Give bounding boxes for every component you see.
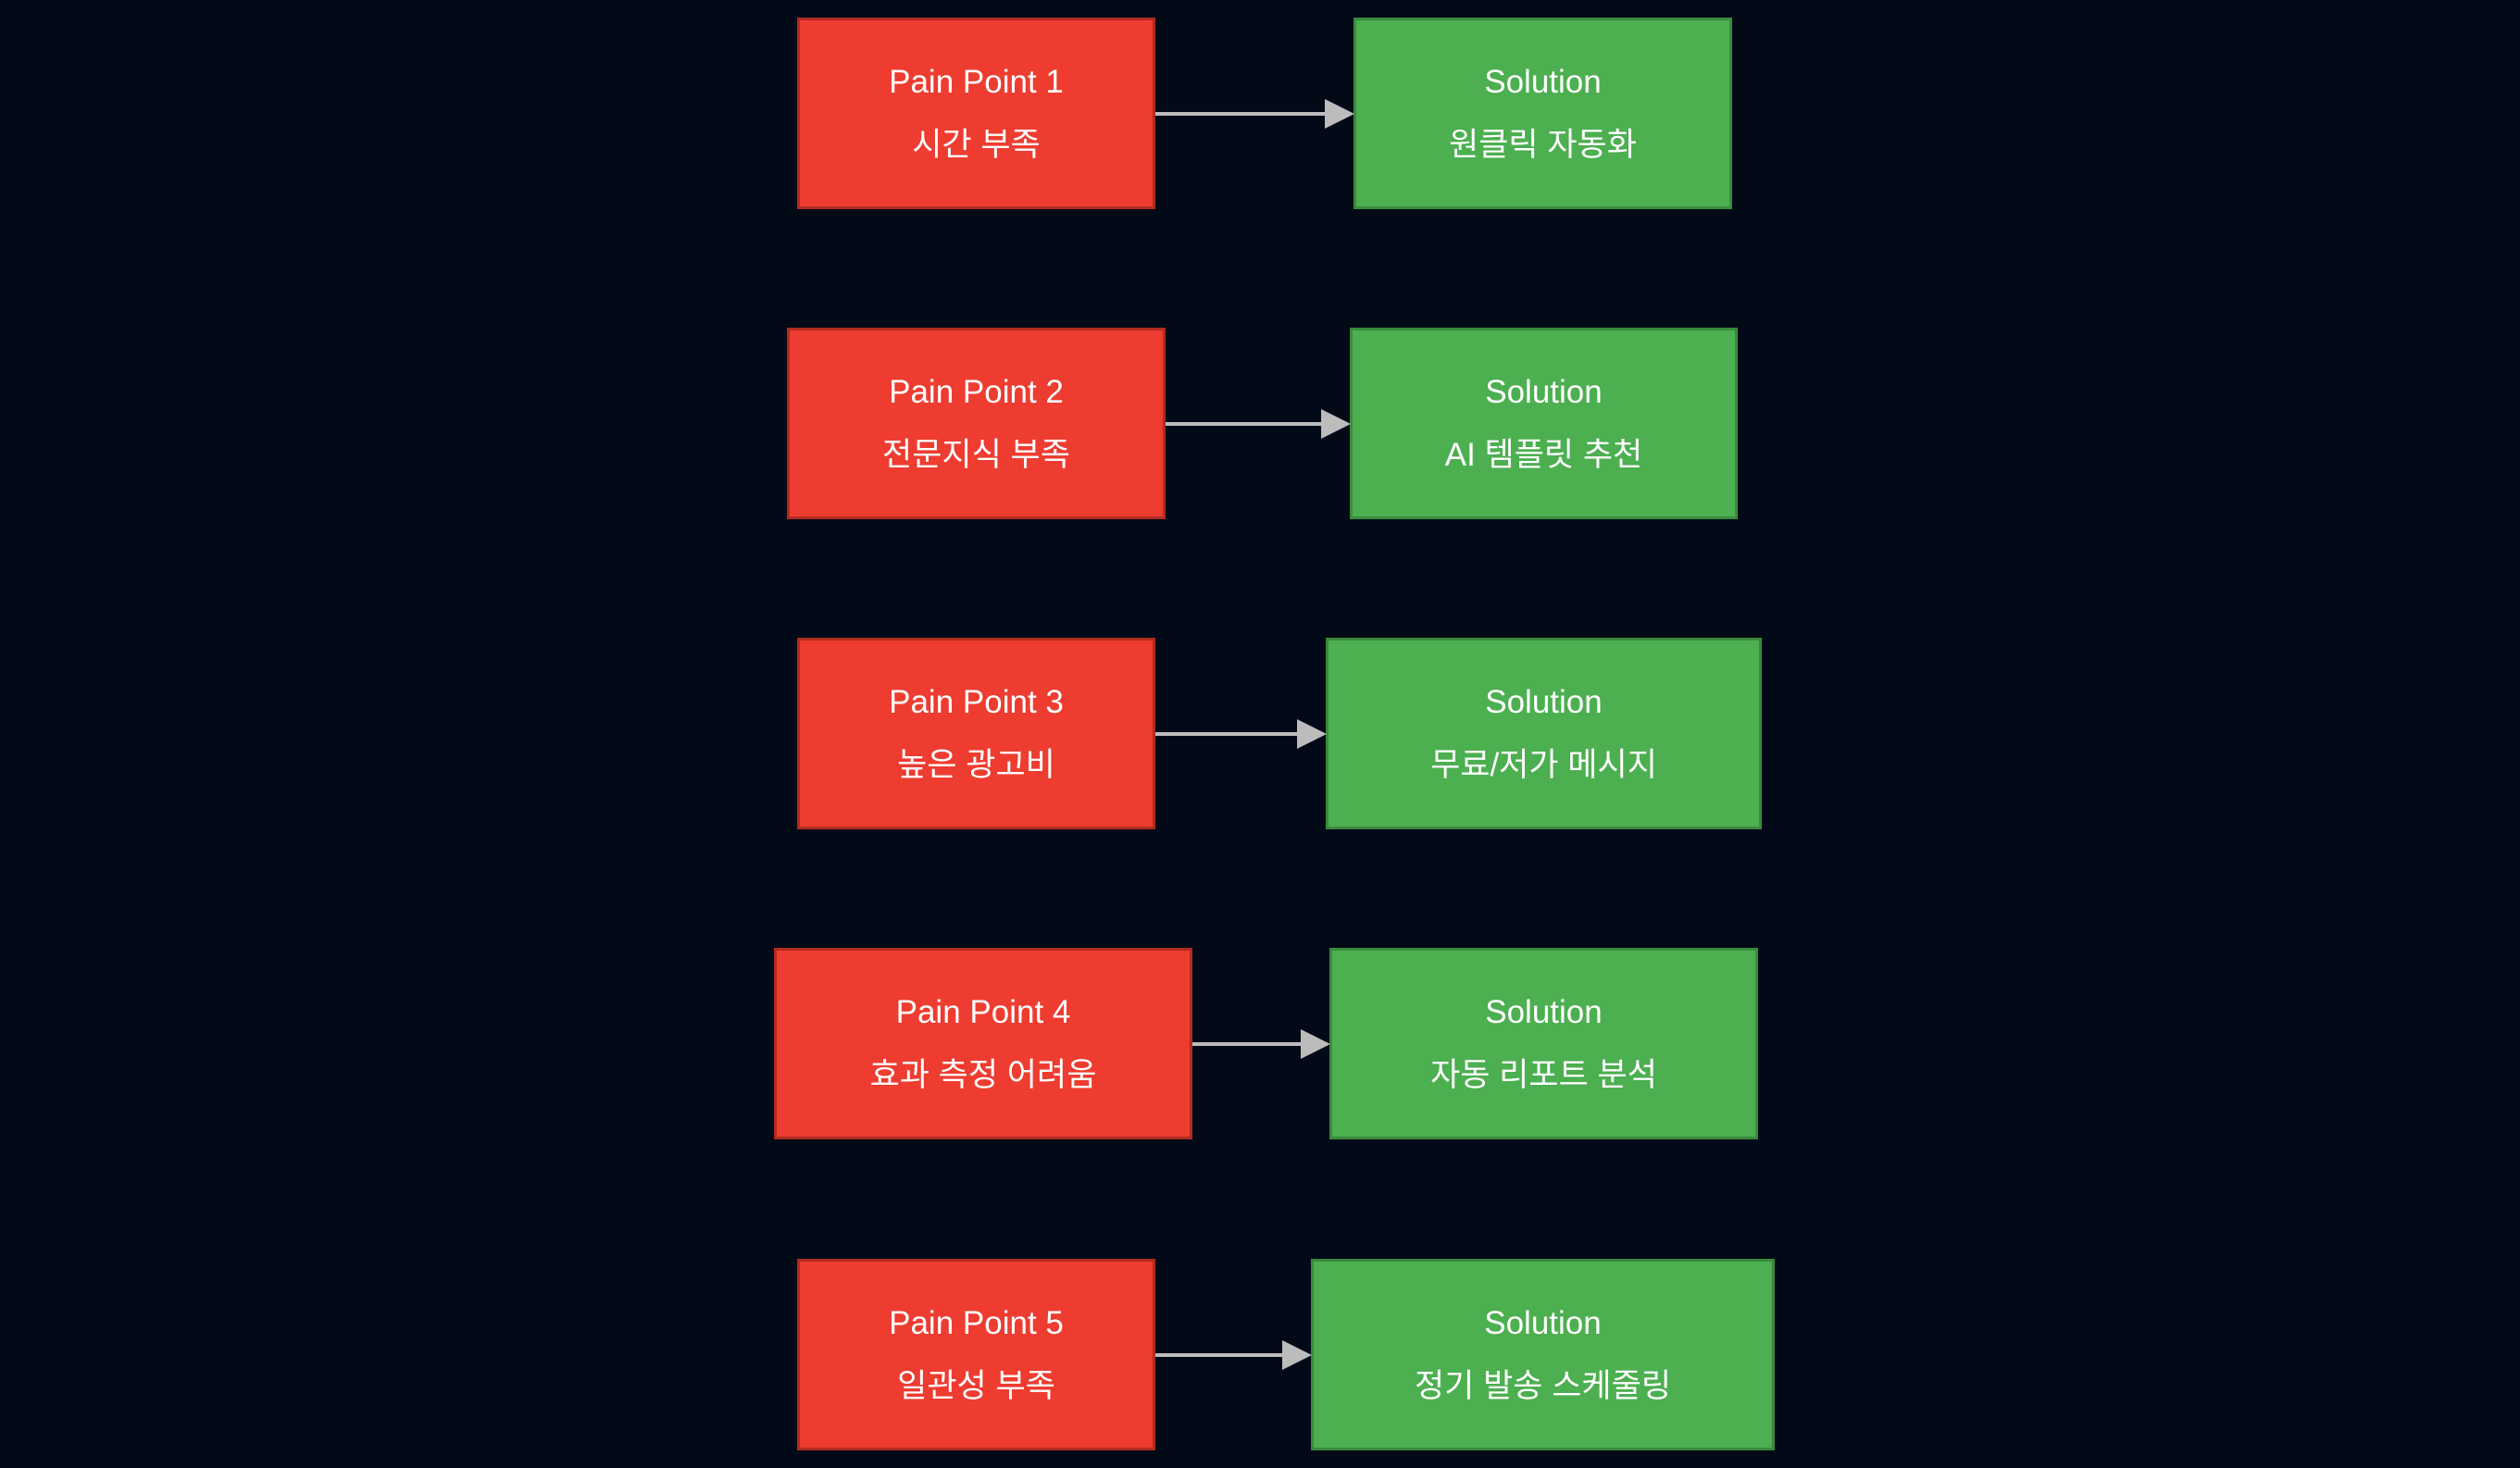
arrow-head-icon bbox=[1301, 1028, 1330, 1059]
pain-point-title: Pain Point 4 bbox=[895, 993, 1071, 1030]
flow-arrow bbox=[1155, 1259, 1312, 1450]
arrow-line bbox=[1155, 1352, 1287, 1357]
solution-title: Solution bbox=[1484, 63, 1602, 100]
solution-subtitle: 정기 발송 스케줄링 bbox=[1414, 1367, 1672, 1404]
flow-arrow bbox=[1155, 18, 1354, 209]
arrow-line bbox=[1155, 111, 1329, 116]
solution-title: Solution bbox=[1485, 993, 1603, 1030]
arrow-head-icon bbox=[1282, 1339, 1312, 1370]
pain-point-title: Pain Point 5 bbox=[889, 1304, 1064, 1341]
arrow-line bbox=[1155, 731, 1302, 736]
pain-point-subtitle: 높은 광고비 bbox=[897, 746, 1055, 783]
pain-point-5-box: Pain Point 5 일관성 부족 bbox=[797, 1259, 1155, 1450]
arrow-head-icon bbox=[1297, 718, 1327, 749]
solution-2-box: Solution AI 템플릿 추천 bbox=[1350, 328, 1738, 519]
solution-subtitle: 원클릭 자동화 bbox=[1449, 126, 1637, 163]
pain-point-subtitle: 시간 부족 bbox=[912, 126, 1041, 163]
pain-point-subtitle: 효과 측정 어려움 bbox=[869, 1056, 1097, 1093]
mapping-row-1: Pain Point 1 시간 부족 Solution 원클릭 자동화 bbox=[797, 18, 1732, 209]
pain-point-3-box: Pain Point 3 높은 광고비 bbox=[797, 638, 1155, 829]
flow-arrow bbox=[1192, 948, 1330, 1139]
mapping-row-3: Pain Point 3 높은 광고비 Solution 무료/저가 메시지 bbox=[797, 638, 1762, 829]
pain-point-1-box: Pain Point 1 시간 부족 bbox=[797, 18, 1155, 209]
arrow-line bbox=[1166, 421, 1326, 426]
mapping-row-5: Pain Point 5 일관성 부족 Solution 정기 발송 스케줄링 bbox=[797, 1259, 1775, 1450]
solution-5-box: Solution 정기 발송 스케줄링 bbox=[1311, 1259, 1775, 1450]
flow-arrow bbox=[1166, 328, 1351, 519]
pain-point-title: Pain Point 3 bbox=[889, 683, 1064, 720]
solution-subtitle: 무료/저가 메시지 bbox=[1430, 746, 1657, 783]
solution-title: Solution bbox=[1484, 1304, 1602, 1341]
solution-subtitle: 자동 리포트 분석 bbox=[1430, 1056, 1657, 1093]
pain-point-4-box: Pain Point 4 효과 측정 어려움 bbox=[774, 948, 1192, 1139]
solution-subtitle: AI 템플릿 추천 bbox=[1444, 436, 1643, 473]
pain-point-title: Pain Point 2 bbox=[889, 373, 1064, 410]
pain-point-title: Pain Point 1 bbox=[889, 63, 1064, 100]
mapping-row-2: Pain Point 2 전문지식 부족 Solution AI 템플릿 추천 bbox=[787, 328, 1738, 519]
solution-title: Solution bbox=[1485, 373, 1603, 410]
arrow-head-icon bbox=[1325, 98, 1354, 129]
arrow-head-icon bbox=[1321, 408, 1351, 439]
solution-4-box: Solution 자동 리포트 분석 bbox=[1329, 948, 1758, 1139]
mapping-row-4: Pain Point 4 효과 측정 어려움 Solution 자동 리포트 분… bbox=[774, 948, 1758, 1139]
pain-point-subtitle: 일관성 부족 bbox=[897, 1367, 1055, 1404]
arrow-line bbox=[1192, 1041, 1305, 1046]
flow-arrow bbox=[1155, 638, 1327, 829]
solution-3-box: Solution 무료/저가 메시지 bbox=[1326, 638, 1762, 829]
pain-point-2-box: Pain Point 2 전문지식 부족 bbox=[787, 328, 1166, 519]
solution-1-box: Solution 원클릭 자동화 bbox=[1354, 18, 1732, 209]
solution-title: Solution bbox=[1485, 683, 1603, 720]
pain-point-subtitle: 전문지식 부족 bbox=[882, 436, 1070, 473]
